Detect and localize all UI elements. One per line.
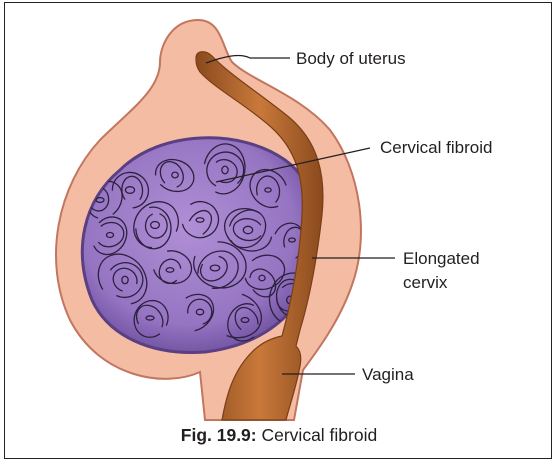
label-cervical-fibroid: Cervical fibroid xyxy=(380,138,492,157)
label-elongated: Elongated xyxy=(403,249,480,268)
label-body-of-uterus: Body of uterus xyxy=(296,49,406,68)
label-vagina: Vagina xyxy=(362,365,414,384)
figure-caption: Fig. 19.9: Cervical fibroid xyxy=(0,425,558,446)
caption-text: Cervical fibroid xyxy=(257,425,378,445)
label-cervix: cervix xyxy=(403,273,448,292)
caption-number: Fig. 19.9: xyxy=(181,425,257,445)
